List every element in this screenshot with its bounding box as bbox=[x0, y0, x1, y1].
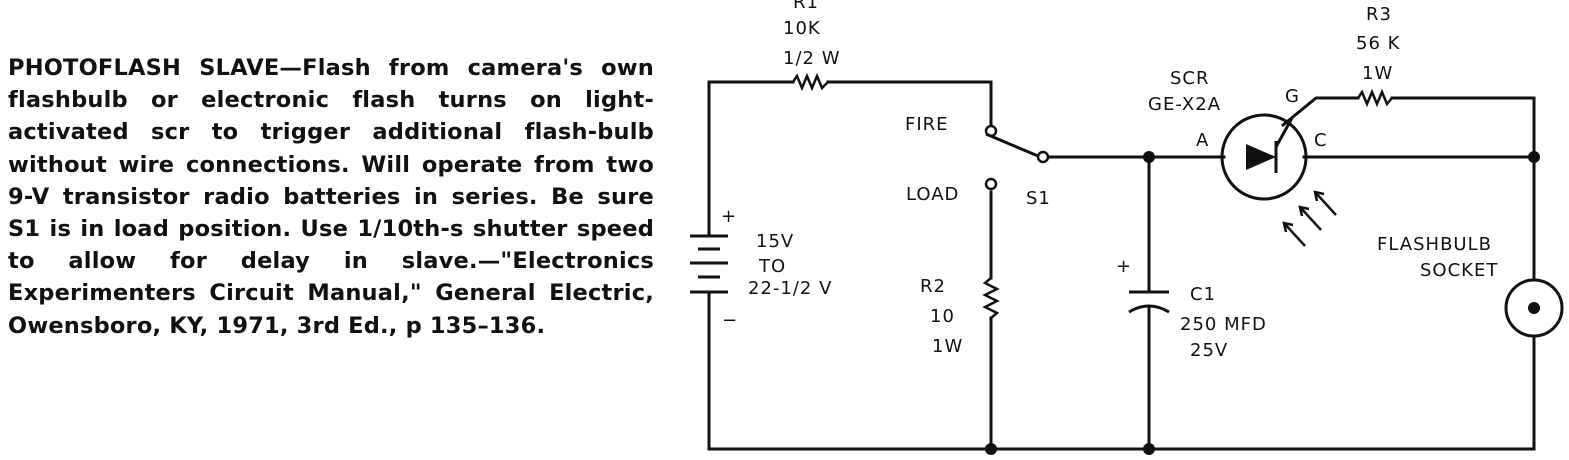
c1-polarity: + bbox=[1116, 256, 1132, 277]
r3-name: R3 bbox=[1366, 4, 1392, 25]
r3-resistor: R3 56 K 1W bbox=[1356, 4, 1401, 108]
c1-value: 250 MFD bbox=[1180, 314, 1267, 335]
c1-rating: 25V bbox=[1190, 340, 1228, 361]
junction-dot bbox=[1528, 151, 1540, 163]
light-arrows bbox=[1282, 190, 1337, 247]
battery-minus: − bbox=[722, 310, 738, 331]
wire-r1-to-fire bbox=[826, 80, 993, 126]
battery-range-high: 22-1/2 V bbox=[748, 278, 832, 299]
junction-dot bbox=[985, 443, 997, 455]
wire-r3-right bbox=[1390, 96, 1536, 159]
r1-rating: 1/2 W bbox=[783, 48, 841, 69]
socket-center bbox=[1528, 302, 1540, 314]
scr-envelope bbox=[1220, 113, 1308, 201]
wiring bbox=[707, 80, 1536, 451]
r2-value: 10 bbox=[930, 306, 955, 327]
capacitor-c1: + C1 250 MFD 25V bbox=[1116, 256, 1267, 361]
switch-name: S1 bbox=[1026, 188, 1051, 209]
r3-rating: 1W bbox=[1362, 63, 1393, 84]
r3-value: 56 K bbox=[1356, 33, 1401, 54]
battery: + − 15V TO 22-1/2 V bbox=[690, 206, 832, 331]
battery-plus: + bbox=[721, 206, 737, 227]
scr-gate-label: G bbox=[1285, 86, 1300, 107]
scr-gate-lead bbox=[1274, 117, 1294, 148]
scr-anode-label: A bbox=[1196, 130, 1209, 151]
c1-name: C1 bbox=[1190, 284, 1216, 305]
socket-label-1: FLASHBULB bbox=[1377, 234, 1492, 255]
switch-blade bbox=[985, 132, 1039, 158]
scr-diode-triangle bbox=[1246, 144, 1276, 170]
caption-body: —Flash from camera's own flashbulb or el… bbox=[8, 55, 655, 339]
socket-label-2: SOCKET bbox=[1420, 260, 1498, 281]
r1-resistor: R1 10K 1/2 W bbox=[783, 0, 841, 92]
battery-to: TO bbox=[758, 256, 786, 277]
wire-gate bbox=[1280, 96, 1360, 128]
scr-part: GE-X2A bbox=[1148, 94, 1221, 115]
junctions bbox=[985, 151, 1540, 455]
caption-lead: PHOTOFLASH SLAVE bbox=[8, 55, 280, 81]
switch-load-terminal bbox=[984, 177, 998, 191]
caption-text: PHOTOFLASH SLAVE—Flash from camera's own… bbox=[8, 52, 654, 342]
switch-s1: FIRE LOAD S1 bbox=[905, 114, 1051, 209]
switch-common-terminal bbox=[1036, 150, 1050, 164]
r2-name: R2 bbox=[920, 276, 946, 297]
r2-rating: 1W bbox=[932, 336, 963, 357]
scr-cathode-label: C bbox=[1314, 130, 1328, 151]
r2-resistor: R2 10 1W bbox=[920, 276, 1000, 357]
r1-value: 10K bbox=[783, 18, 821, 39]
scr-gex2a: SCR GE-X2A A C G bbox=[1148, 68, 1337, 247]
r1-name: R1 bbox=[793, 0, 819, 13]
switch-load-label: LOAD bbox=[906, 184, 959, 205]
junction-dot bbox=[1143, 151, 1155, 163]
junction-dot bbox=[1143, 443, 1155, 455]
scr-label: SCR bbox=[1170, 68, 1210, 89]
flashbulb-socket: FLASHBULB SOCKET bbox=[1377, 234, 1564, 338]
battery-range-low: 15V bbox=[756, 231, 794, 252]
switch-fire-label: FIRE bbox=[905, 114, 949, 135]
